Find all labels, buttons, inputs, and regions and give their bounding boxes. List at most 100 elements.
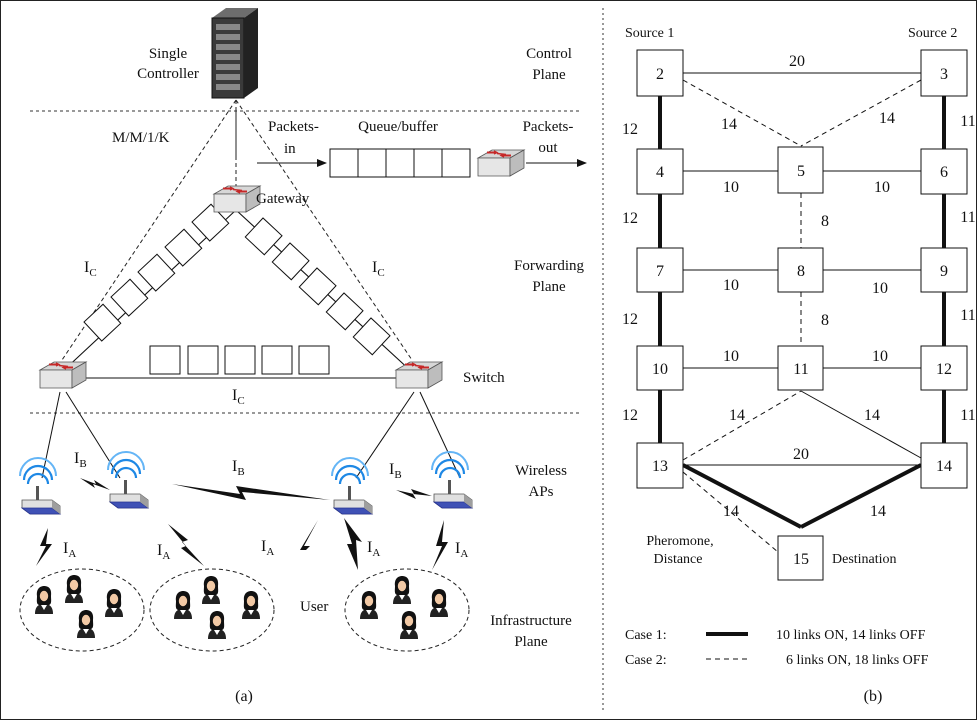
node-3: 3	[921, 50, 967, 96]
ia-label-2: IA	[157, 542, 170, 562]
weight-13-15: 14	[723, 503, 739, 520]
weight-8-9: 10	[872, 280, 888, 297]
wireless-label-line2: APs	[528, 484, 553, 500]
svg-text:5: 5	[797, 163, 805, 180]
bottom-link-buffer	[150, 346, 329, 374]
weight-11-13: 14	[729, 407, 745, 424]
packets-out-line2: out	[538, 140, 558, 156]
weight-4-7: 12	[622, 210, 638, 227]
users-3	[360, 576, 448, 639]
node-8: 8	[778, 248, 823, 292]
weight-7-8: 10	[723, 277, 739, 294]
svg-text:2: 2	[656, 66, 664, 83]
gateway-label: Gateway	[256, 191, 310, 207]
weight-6-9: 11	[960, 209, 975, 226]
weight-9-12: 11	[960, 307, 975, 324]
ib-label-2: IB	[232, 458, 245, 478]
node-10: 10	[637, 346, 683, 390]
svg-text:6: 6	[940, 164, 948, 181]
weight-8-11: 8	[821, 312, 829, 329]
packets-out-line1: Packets-	[523, 119, 574, 135]
weight-10-11: 10	[723, 348, 739, 365]
legend-case1-label: Case 1:	[625, 628, 667, 643]
node-2: 2	[637, 50, 683, 96]
control-plane-label-line1: Control	[526, 46, 572, 62]
weight-3-5: 14	[879, 110, 895, 127]
svg-text:IB: IB	[389, 461, 402, 481]
queue-switch-icon	[478, 150, 524, 176]
svg-text:4: 4	[656, 164, 664, 181]
pheromone-label-line2: Distance	[654, 552, 703, 567]
users-1	[35, 575, 123, 638]
weight-10-13: 12	[622, 407, 638, 424]
destination-label: Destination	[832, 552, 897, 567]
svg-text:IB: IB	[74, 450, 87, 470]
caption-a: (a)	[235, 688, 253, 705]
ap-links	[42, 392, 460, 478]
svg-text:10: 10	[652, 361, 668, 378]
panel-b: Source 1 Source 2	[622, 26, 976, 705]
queue-buffer	[330, 149, 470, 177]
infrastructure-plane-line1: Infrastructure	[490, 613, 572, 629]
wireless-label-line1: Wireless	[515, 463, 567, 479]
ic-label-bottom: IC	[232, 387, 245, 407]
queue-label: Queue/buffer	[358, 119, 438, 135]
switch-label: Switch	[463, 370, 505, 386]
svg-text:3: 3	[940, 66, 948, 83]
left-switch-icon	[40, 362, 86, 388]
weight-11-14: 14	[864, 407, 880, 424]
user-label: User	[300, 599, 328, 615]
svg-text:9: 9	[940, 263, 948, 280]
weight-3-6: 11	[960, 113, 975, 130]
panel-a: Single Controller Control Plane M/M/1/K …	[20, 8, 586, 705]
svg-text:IA: IA	[367, 539, 380, 559]
source1-label: Source 1	[625, 26, 674, 41]
forwarding-plane-line2: Plane	[532, 279, 566, 295]
svg-text:IB: IB	[232, 458, 245, 478]
legend-case1-desc: 10 links ON, 14 links OFF	[776, 628, 926, 643]
packets-in-line1: Packets-	[268, 119, 319, 135]
node-4: 4	[637, 149, 683, 194]
ia-label-3: IA	[261, 538, 274, 558]
node-9: 9	[921, 248, 967, 292]
users-2	[174, 576, 260, 639]
controller-label-line1: Single	[149, 46, 188, 62]
legend: Case 1: 10 links ON, 14 links OFF Case 2…	[625, 628, 929, 668]
node-5: 5	[778, 147, 823, 193]
weight-11-12: 10	[872, 348, 888, 365]
node-13: 13	[637, 443, 683, 488]
node-15: 15	[778, 536, 823, 580]
weight-4-5: 10	[723, 179, 739, 196]
caption-b: (b)	[864, 688, 883, 705]
svg-text:IA: IA	[157, 542, 170, 562]
svg-text:IC: IC	[232, 387, 245, 407]
weight-14-15: 14	[870, 503, 886, 520]
node-7: 7	[637, 248, 683, 292]
svg-text:IC: IC	[84, 259, 97, 279]
svg-text:8: 8	[797, 263, 805, 280]
ap-icon-2	[108, 452, 148, 508]
node-6: 6	[921, 149, 967, 194]
forwarding-plane-line1: Forwarding	[514, 258, 584, 274]
right-switch-icon	[396, 362, 442, 388]
left-link-buffer	[84, 204, 229, 341]
ia-label-5: IA	[455, 540, 468, 560]
queue-model-label: M/M/1/K	[112, 130, 170, 146]
right-link-buffer	[245, 218, 390, 355]
controller-label-line2: Controller	[137, 66, 199, 82]
source2-label: Source 2	[908, 26, 957, 41]
ib-label-1: IB	[74, 450, 87, 470]
ic-label-left: IC	[84, 259, 97, 279]
svg-text:IA: IA	[455, 540, 468, 560]
legend-case2-desc: 6 links ON, 18 links OFF	[786, 653, 929, 668]
weight-5-8: 8	[821, 213, 829, 230]
weight-7-10: 12	[622, 311, 638, 328]
svg-text:7: 7	[656, 263, 664, 280]
wireless-bolts	[36, 478, 448, 574]
svg-text:11: 11	[793, 361, 808, 378]
ia-label-4: IA	[367, 539, 380, 559]
packets-in-line2: in	[284, 141, 296, 157]
gateway-switch-icon	[214, 186, 260, 212]
